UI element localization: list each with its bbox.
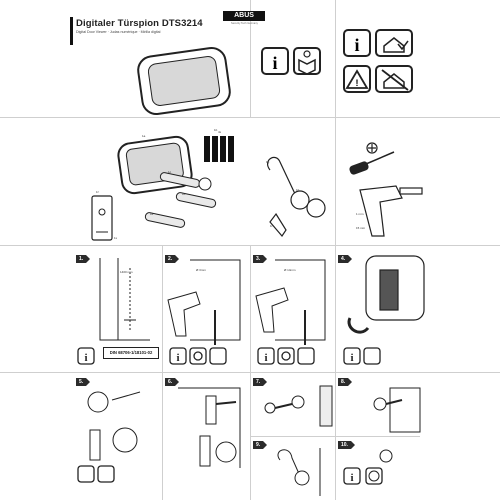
hook-mount-illustration [267, 156, 326, 237]
part-label-d: 1d [182, 192, 186, 196]
page-title: Digitaler Türspion DTS3214 [76, 18, 203, 29]
page-subtitle: Digital Door Viewer · Judas numérique · … [76, 30, 161, 34]
divider [335, 0, 336, 245]
svg-text:i: i [354, 35, 359, 55]
step-badge-4: 4. [338, 255, 353, 263]
step5-illustration [77, 391, 141, 483]
warning-house-icon: ! [343, 65, 413, 93]
part-label-h: 1h [296, 188, 300, 192]
tools-illustration [349, 142, 423, 237]
step-badge-5: 5. [76, 378, 91, 386]
door-plate-illustration [91, 195, 113, 241]
step-badge-2: 2. [165, 255, 180, 263]
divider [0, 117, 500, 118]
dimension-label-2: 15 mm [356, 226, 366, 230]
door-viewer-display-illustration [137, 46, 231, 116]
step-badge-3: 3. [253, 255, 268, 263]
svg-text:i: i [272, 53, 277, 73]
parts-display-illustration [117, 135, 193, 195]
divider [250, 436, 420, 437]
svg-text:i: i [264, 352, 267, 364]
svg-text:i: i [176, 352, 179, 364]
step-badge-7: 7. [253, 378, 268, 386]
step-badge-10: 10. [338, 441, 355, 449]
step-badge-6: 6. [165, 378, 180, 386]
svg-text:!: ! [356, 78, 359, 88]
step1-info-icon: i [77, 347, 95, 365]
drill-small-label: Ø 3mm [196, 268, 206, 272]
divider [250, 0, 251, 117]
part-label-a: 1a [142, 134, 146, 138]
drill-step2-illustration [167, 259, 241, 345]
step2-icons: i [169, 347, 227, 365]
device-back-illustration [347, 255, 425, 334]
step7-illustration [264, 385, 333, 427]
step-badge-8: 8. [338, 378, 353, 386]
part-label-f: 1f [96, 190, 99, 194]
camera-tube-illustration [144, 172, 217, 228]
dimension-label-1: 1 mm [356, 212, 364, 216]
height-label: 1400 mm [120, 270, 133, 274]
part-label-g: 1g [266, 160, 270, 164]
info-manual-icon: i [261, 47, 321, 75]
step8-illustration [373, 387, 421, 433]
door-height-illustration [99, 258, 150, 341]
brand-logo: ABUS [223, 11, 265, 21]
step3-icons: i [257, 347, 315, 365]
part-label-b: 1b [214, 128, 218, 132]
quantity-4x-label: 4x [218, 130, 222, 134]
part-label-e: 1e [150, 212, 154, 216]
title-bar [70, 17, 73, 45]
step10-illustration: i [343, 449, 393, 485]
batteries-illustration [204, 136, 234, 162]
divider [335, 245, 336, 500]
svg-text:i: i [350, 352, 353, 364]
drill-step3-illustration [255, 259, 326, 345]
part-label-c: 1c [168, 170, 172, 174]
step-badge-9: 9. [253, 441, 268, 449]
svg-text:i: i [84, 352, 87, 364]
divider [162, 245, 163, 500]
part-label-i: 1i [270, 224, 273, 228]
step-badge-1: 1. [76, 255, 91, 263]
brand-tagline: Security Tech Germany [231, 22, 258, 25]
drill-large-label: Ø 14mm [284, 268, 296, 272]
svg-text:i: i [350, 472, 353, 484]
step9-illustration [277, 448, 321, 496]
step6-illustration [178, 387, 241, 468]
din-standard-label: DIN 68706-1/18101-02 [103, 347, 159, 359]
divider [250, 245, 251, 500]
info-house-icon: i [343, 29, 413, 57]
quantity-1x-label: 1x [114, 236, 118, 240]
step4-icons: i [343, 347, 381, 365]
